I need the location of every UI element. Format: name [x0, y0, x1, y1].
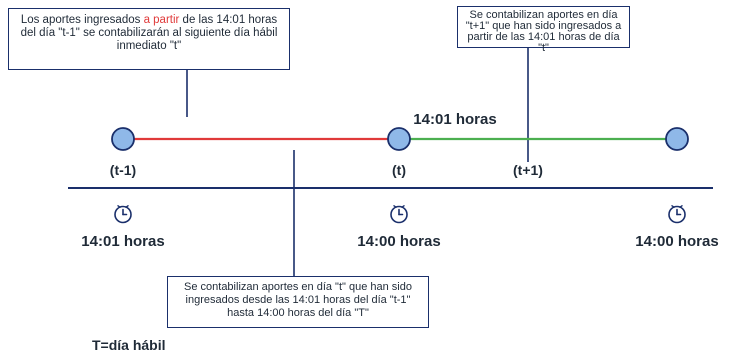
time-label-t-plus-1: 14:00 horas — [635, 233, 719, 250]
callout-right-text: Se contabilizan aportes en día "t+1" que… — [465, 9, 622, 54]
callout-left-text-1: Los aportes ingresados — [20, 14, 144, 26]
circle-node-icon — [665, 127, 689, 151]
callout-left-text-2: de las 14:01 horas del día "t-1" se cont… — [20, 14, 278, 52]
callout-right: Se contabilizan aportes en día "t+1" que… — [457, 6, 630, 54]
node-label-t-plus-1: (t+1) — [513, 162, 543, 178]
clock-icon — [114, 205, 132, 224]
callout-bottom: Se contabilizan aportes en día "t" que h… — [167, 276, 429, 328]
footnote: T=día hábil — [92, 337, 166, 353]
callout-bottom-text: Se contabilizan aportes en día "t" que h… — [184, 281, 412, 319]
clock-icon — [668, 205, 686, 224]
node-label-t: (t) — [392, 162, 406, 178]
time-label-t-minus-1: 14:01 horas — [81, 233, 165, 250]
circle-node-icon — [387, 127, 411, 151]
node-label-t-minus-1: (t-1) — [109, 162, 137, 178]
cutoff-time-label: 14:01 horas — [413, 111, 497, 128]
callout-left: Los aportes ingresados a partir de las 1… — [8, 8, 290, 70]
callout-left-highlight: a partir — [143, 14, 180, 26]
time-label-t: 14:00 horas — [357, 233, 441, 250]
clock-icon — [390, 205, 408, 224]
circle-node-icon — [111, 127, 135, 151]
